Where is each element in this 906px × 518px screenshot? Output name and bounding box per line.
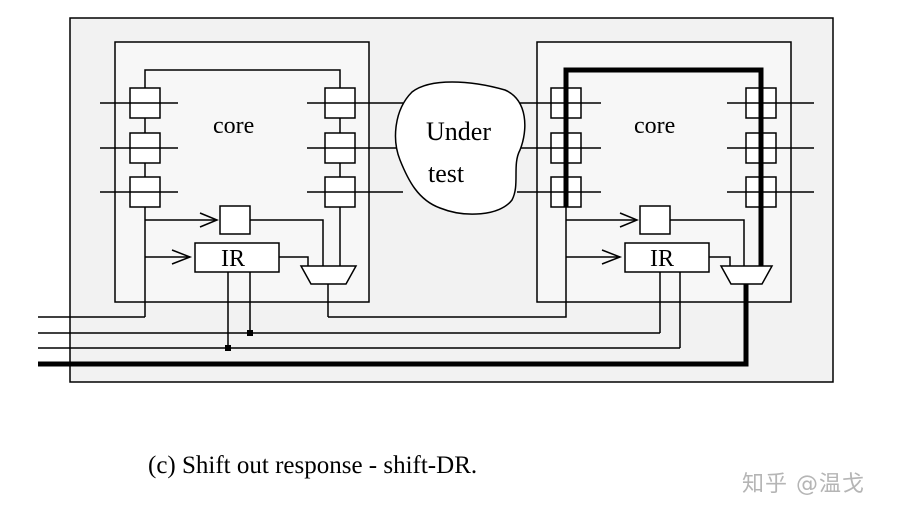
- figure-caption: (c) Shift out response - shift-DR.: [148, 452, 478, 479]
- bypass-register: [639, 205, 671, 235]
- right-ir-box: [624, 242, 710, 273]
- shift-dr-output-path: [38, 284, 749, 367]
- left-output-mux: [299, 265, 358, 285]
- bypass-register: [219, 205, 251, 235]
- shift-dr-path: [563, 67, 764, 266]
- left-ir-label: IR: [221, 246, 245, 272]
- under-test-label-line2: test: [428, 159, 465, 188]
- jtag-bus-lines: [38, 300, 680, 349]
- left-core-input-cells: [100, 87, 178, 208]
- under-test-blob: [394, 81, 526, 215]
- left-ir-box: [194, 242, 280, 273]
- left-core: core IR: [100, 41, 403, 351]
- right-ir-label: IR: [650, 246, 674, 272]
- right-core: core IR: [517, 41, 814, 348]
- zhihu-watermark: 知乎 @温戈: [742, 472, 865, 497]
- right-core-label: core: [634, 113, 675, 139]
- under-test-label-line1: Under: [426, 117, 491, 146]
- right-output-mux: [719, 265, 774, 285]
- left-core-output-cells: [307, 87, 403, 266]
- left-core-label: core: [213, 113, 254, 139]
